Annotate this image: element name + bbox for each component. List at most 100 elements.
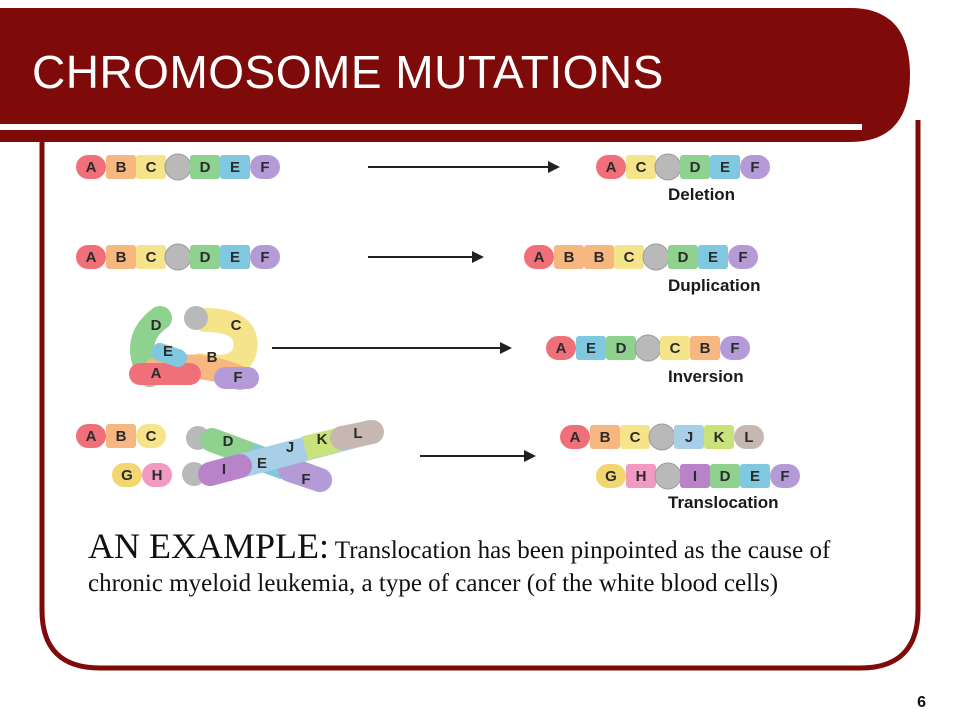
segment-label: B xyxy=(116,159,127,176)
segment-label: J xyxy=(685,429,693,446)
segment-label: B xyxy=(700,340,711,357)
segment-e xyxy=(740,464,770,488)
content-border xyxy=(39,120,921,671)
segment-b xyxy=(590,425,620,449)
segment-label: D xyxy=(200,249,211,266)
segment-e xyxy=(220,155,250,179)
segment-label: E xyxy=(720,159,730,176)
segment-f xyxy=(728,245,758,269)
segment-g xyxy=(112,463,142,487)
centromere xyxy=(184,306,208,330)
segment-b xyxy=(584,245,614,269)
segment-f xyxy=(770,464,800,488)
segment-label: F xyxy=(260,249,269,266)
segment-label: D xyxy=(678,249,689,266)
segment-label: B xyxy=(116,249,127,266)
segment-d xyxy=(190,245,220,269)
segment-label: F xyxy=(301,471,310,488)
segment-label: D xyxy=(720,468,731,485)
inversion-arrow xyxy=(272,342,512,354)
segment-label: K xyxy=(714,429,725,446)
centromere xyxy=(164,153,192,181)
title-banner xyxy=(0,8,910,142)
segment-label: B xyxy=(207,349,218,366)
segment-d xyxy=(710,464,740,488)
title-underline xyxy=(0,124,862,130)
segment-c xyxy=(660,336,690,360)
segment-label: A xyxy=(570,429,581,446)
segment-label: F xyxy=(730,340,739,357)
centromere xyxy=(642,243,670,271)
segment-label: D xyxy=(223,433,234,450)
segment-label: E xyxy=(163,343,173,360)
segment-label: A xyxy=(151,365,162,382)
segment-label: F xyxy=(750,159,759,176)
segment-label: I xyxy=(693,468,697,485)
segment-c xyxy=(136,245,166,269)
segment-label: G xyxy=(121,467,133,484)
segment-e xyxy=(698,245,728,269)
segment-a xyxy=(596,155,626,179)
segment-a xyxy=(524,245,554,269)
segment-a xyxy=(76,424,106,448)
segment-label: B xyxy=(564,249,575,266)
segment-label: D xyxy=(151,317,162,334)
deletion-arrow xyxy=(368,161,560,173)
segment-label: A xyxy=(606,159,617,176)
segment-f xyxy=(250,245,280,269)
segment-c xyxy=(626,155,656,179)
segment-b xyxy=(106,424,136,448)
segment-i xyxy=(680,464,710,488)
segment-b xyxy=(106,245,136,269)
segment-label: G xyxy=(605,468,617,485)
segment-l xyxy=(734,425,764,449)
segment-label: E xyxy=(708,249,718,266)
segment-label: F xyxy=(738,249,747,266)
segment-label: D xyxy=(616,340,627,357)
centromere xyxy=(654,153,682,181)
segment-label: L xyxy=(744,429,753,446)
segment-label: J xyxy=(286,439,294,456)
segment-a xyxy=(76,155,106,179)
segment-label: K xyxy=(317,431,328,448)
segment-label: A xyxy=(86,159,97,176)
segment-label: D xyxy=(690,159,701,176)
segment-label: L xyxy=(353,425,362,442)
segment-c xyxy=(620,425,650,449)
segment-label: A xyxy=(556,340,567,357)
segment-e xyxy=(220,245,250,269)
segment-label: C xyxy=(231,317,242,334)
example-text: Translocation has been pinpointed as the… xyxy=(88,537,831,597)
segment-d xyxy=(680,155,710,179)
segment-c xyxy=(136,155,166,179)
segment-label: A xyxy=(86,428,97,445)
segment-label: H xyxy=(152,467,163,484)
segment-label: F xyxy=(260,159,269,176)
segment-label: A xyxy=(534,249,545,266)
segment-label: H xyxy=(636,468,647,485)
segment-label: C xyxy=(146,249,157,266)
page-title: CHROMOSOME MUTATIONS xyxy=(32,46,664,98)
segment-d xyxy=(190,155,220,179)
centromere xyxy=(634,334,662,362)
deletion-label: Deletion xyxy=(668,185,735,204)
segment-c xyxy=(614,245,644,269)
page-number: 6 xyxy=(917,694,926,711)
example-paragraph: AN EXAMPLE: Translocation has been pinpo… xyxy=(88,528,888,600)
segment-k xyxy=(704,425,734,449)
segment-f xyxy=(720,336,750,360)
segment-h xyxy=(626,464,656,488)
segment-label: C xyxy=(146,428,157,445)
segment-label: D xyxy=(200,159,211,176)
